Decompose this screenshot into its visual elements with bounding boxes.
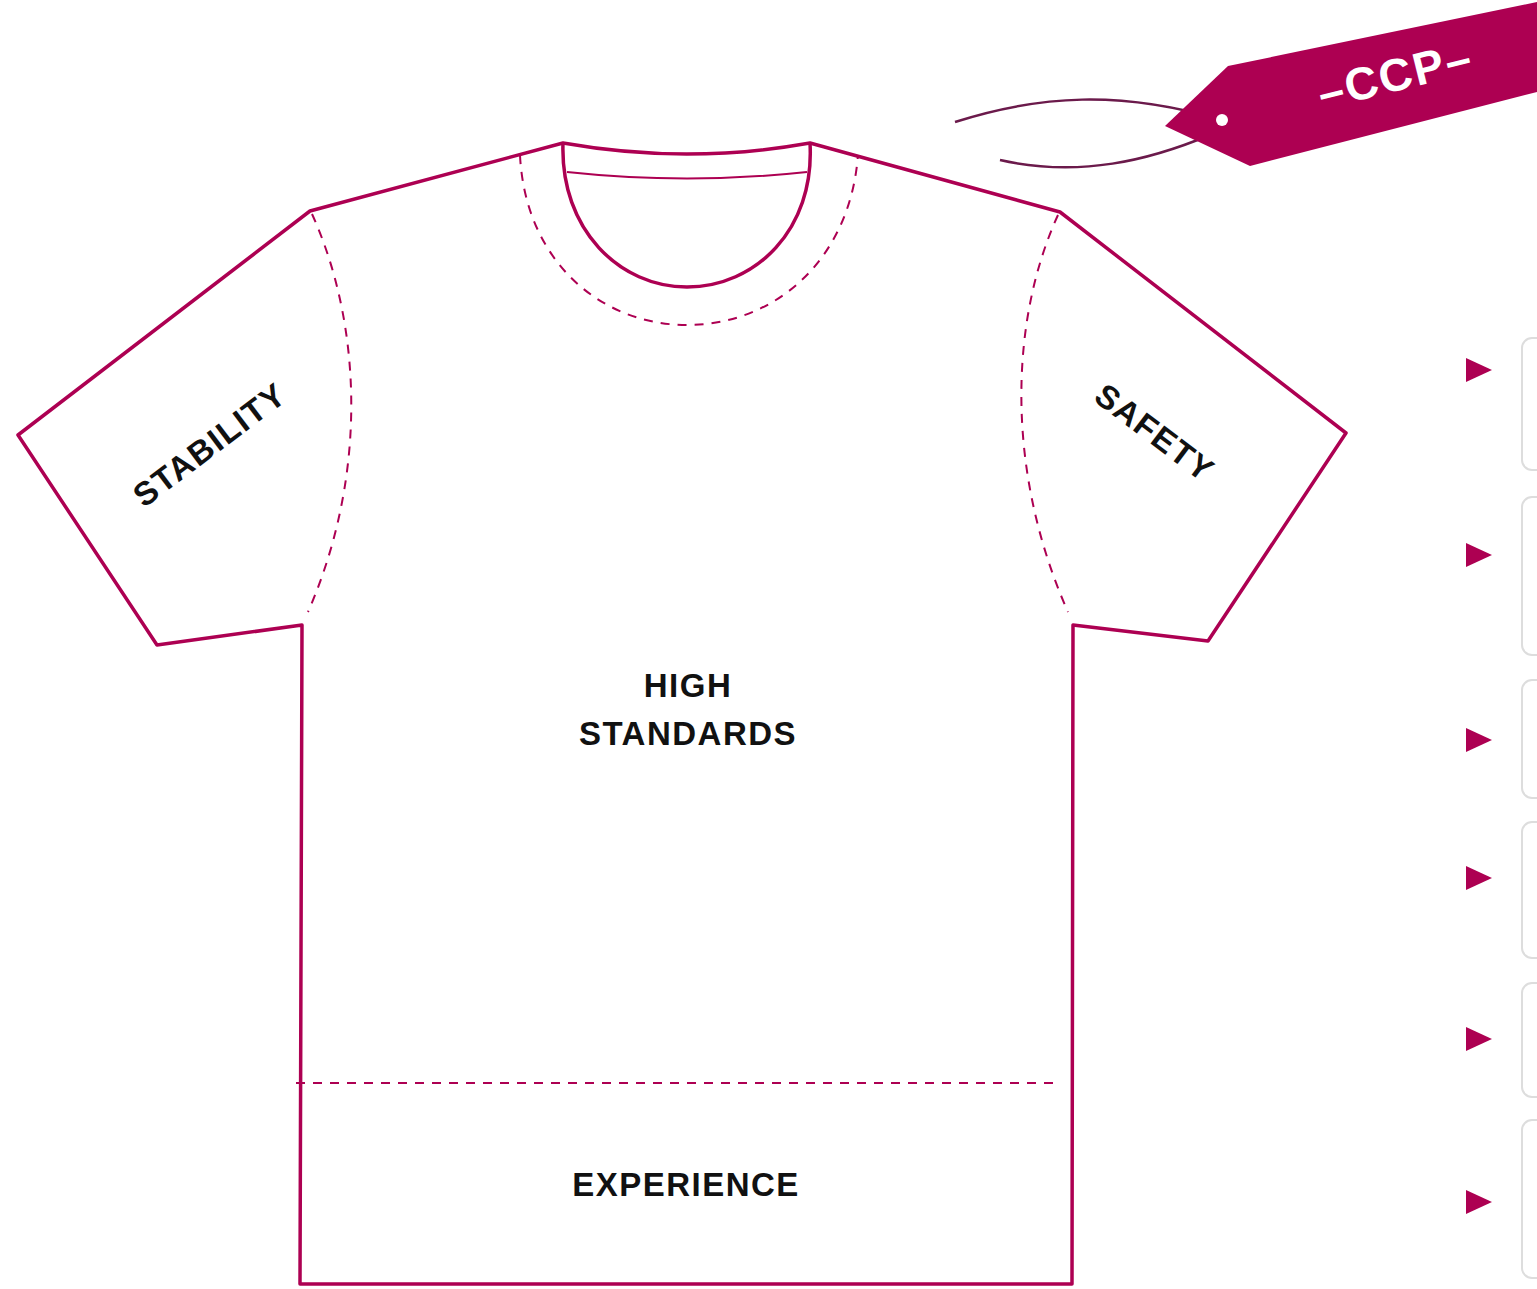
sleeve-region: SAFETY — [1025, 318, 1285, 548]
tag-text: –CCP– — [1310, 23, 1480, 126]
collar-seam — [520, 155, 858, 325]
tag-string — [1000, 135, 1210, 167]
collar-inner-line — [567, 172, 807, 179]
region-label: EXPERIENCE — [572, 1161, 800, 1209]
price-tag — [1165, 2, 1537, 166]
hem-band: EXPERIENCE — [305, 1090, 1067, 1280]
region-label: SAFETY — [1085, 372, 1225, 494]
right-sleeve-seam — [1021, 215, 1068, 612]
body-region: HIGH STANDARDS — [310, 630, 1066, 790]
tag-hole — [1216, 114, 1228, 126]
region-label: STABILITY — [123, 371, 297, 518]
neck-opening — [563, 143, 810, 287]
shirt-outline — [18, 143, 1346, 1284]
tag-label: –CCP– — [1280, 20, 1510, 130]
sleeve-region: STABILITY — [80, 330, 340, 560]
region-label: HIGH STANDARDS — [563, 662, 813, 758]
hem-seam — [296, 1082, 1058, 1084]
side-panels — [1466, 338, 1537, 1278]
left-sleeve-seam — [308, 214, 351, 612]
